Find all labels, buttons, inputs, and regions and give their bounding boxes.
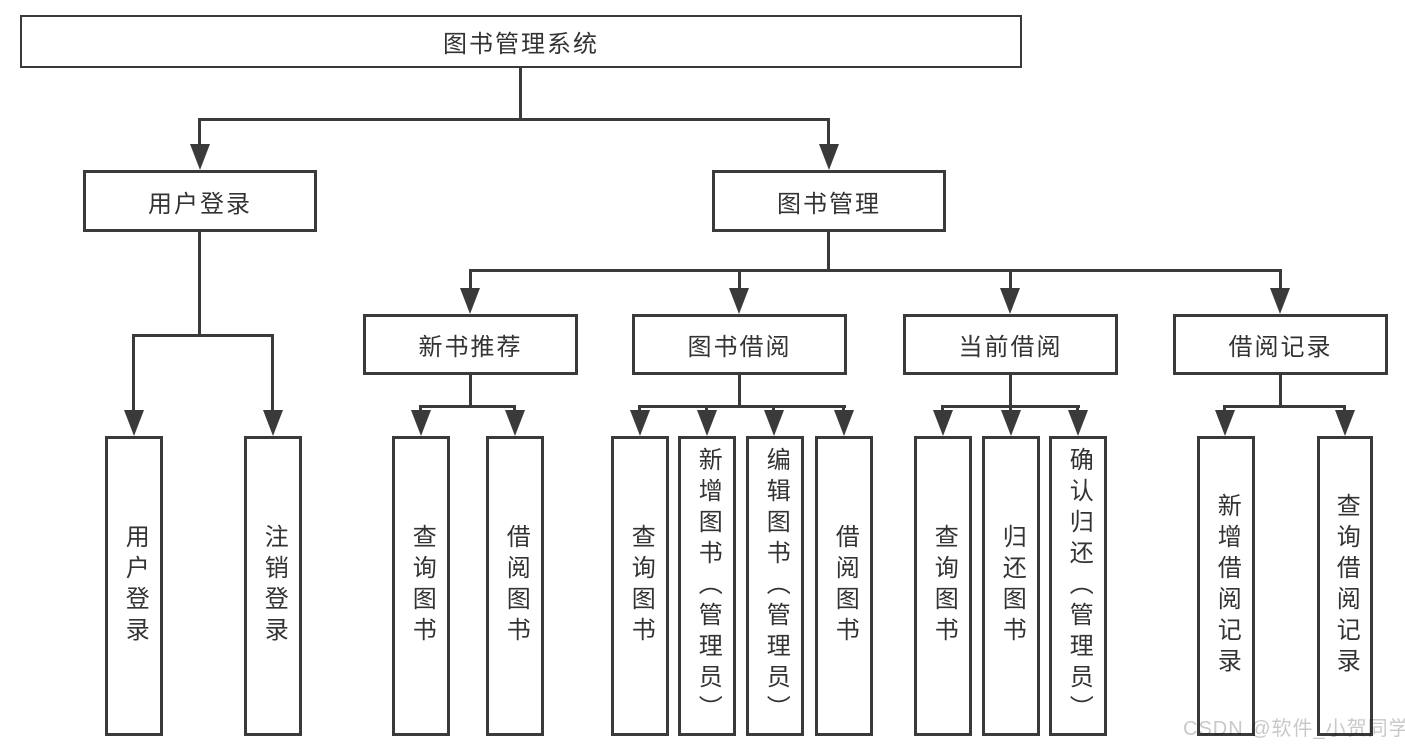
leaf-label: 新增借阅记录 [1213, 493, 1241, 679]
leaf-label: 查询图书 [627, 524, 655, 648]
leaf-label: 新增图书（管理员） [694, 446, 722, 726]
leaf-return-book: 归还图书 [982, 436, 1040, 736]
connector-drop [419, 405, 422, 413]
leaf-query-borrow-record: 查询借阅记录 [1317, 436, 1373, 736]
connector-drop-new-book [469, 269, 472, 290]
leaf-add-book-admin: 新增图书（管理员） [678, 436, 736, 736]
connector-root-bus [198, 118, 830, 121]
arrowhead-new-book [460, 288, 480, 314]
node-book-management: 图书管理 [712, 170, 946, 232]
connector-new-book-bus [419, 405, 516, 408]
leaf-label: 借阅图书 [831, 524, 859, 648]
connector-user-login-stem [198, 232, 201, 336]
node-book-borrow: 图书借阅 [632, 314, 847, 375]
connector-borrow-records-bus [1223, 405, 1346, 408]
connector-drop [1009, 405, 1012, 413]
leaf-query-books-recommend: 查询图书 [392, 436, 450, 736]
leaf-logout-login: 注销登录 [244, 436, 302, 736]
connector-drop [941, 405, 944, 413]
node-current-borrow: 当前借阅 [903, 314, 1118, 375]
connector-drop-book-management [827, 118, 830, 146]
node-label: 图书管理系统 [443, 31, 599, 58]
leaf-label: 借阅图书 [502, 524, 530, 648]
connector-drop [1076, 405, 1079, 413]
connector-drop [705, 405, 708, 413]
connector-drop-user-login [198, 118, 201, 146]
leaf-user-login: 用户登录 [105, 436, 163, 736]
connector-drop [1223, 405, 1226, 413]
connector-drop-leaf-logout [271, 334, 274, 414]
node-label: 图书借阅 [687, 334, 792, 361]
arrowhead-leaf [505, 410, 525, 436]
node-borrow-records: 借阅记录 [1173, 314, 1388, 375]
arrowhead-leaf [834, 410, 854, 436]
leaf-label: 查询图书 [930, 524, 958, 648]
arrowhead-book-management [819, 144, 839, 170]
leaf-label: 编辑图书（管理员） [762, 446, 790, 726]
connector-drop-borrow-records [1279, 269, 1282, 290]
leaf-label: 确认归还（管理员） [1065, 446, 1093, 726]
arrowhead-leaf [1001, 410, 1021, 436]
arrowhead-leaf [630, 410, 650, 436]
arrowhead-borrow-records [1270, 288, 1290, 314]
arrowhead-leaf-logout [263, 410, 283, 436]
connector-drop [513, 405, 516, 413]
node-library-management-system: 图书管理系统 [20, 15, 1022, 68]
connector-user-login-bus [132, 334, 274, 337]
arrowhead-leaf [764, 410, 784, 436]
connector-book-management-stem [827, 232, 830, 272]
connector-new-book-stem [469, 375, 472, 408]
node-user-login: 用户登录 [83, 170, 317, 232]
leaf-label: 用户登录 [121, 524, 149, 648]
arrowhead-current-borrow [1000, 288, 1020, 314]
leaf-borrow-books: 借阅图书 [815, 436, 873, 736]
leaf-label: 归还图书 [998, 524, 1026, 648]
leaf-query-books-current: 查询图书 [914, 436, 972, 736]
connector-root-stem [519, 68, 522, 120]
connector-drop-book-borrow [738, 269, 741, 290]
node-label: 用户登录 [148, 190, 252, 218]
arrowhead-leaf [1068, 410, 1088, 436]
leaf-label: 查询借阅记录 [1332, 493, 1360, 679]
csdn-watermark: CSDN @软件_小贺同学 [1183, 718, 1405, 740]
leaf-confirm-return-admin: 确认归还（管理员） [1049, 436, 1107, 736]
node-label: 新书推荐 [418, 334, 523, 361]
node-label: 当前借阅 [958, 334, 1063, 361]
connector-drop [772, 405, 775, 413]
arrowhead-book-borrow [729, 288, 749, 314]
leaf-add-borrow-record: 新增借阅记录 [1197, 436, 1255, 736]
leaf-edit-book-admin: 编辑图书（管理员） [746, 436, 804, 736]
arrowhead-leaf [1215, 410, 1235, 436]
connector-book-borrow-bus [638, 405, 846, 408]
arrowhead-leaf [933, 410, 953, 436]
arrowhead-leaf [1335, 410, 1355, 436]
connector-drop [1343, 405, 1346, 413]
connector-drop [842, 405, 845, 413]
connector-book-borrow-stem [738, 375, 741, 408]
leaf-label: 注销登录 [260, 524, 288, 648]
connector-book-management-bus [469, 269, 1282, 272]
arrowhead-user-login [190, 144, 210, 170]
arrowhead-leaf [697, 410, 717, 436]
connector-drop-leaf-user-login [132, 334, 135, 414]
arrowhead-leaf [411, 410, 431, 436]
arrowhead-leaf-user-login [124, 410, 144, 436]
connector-borrow-records-stem [1279, 375, 1282, 408]
connector-drop [638, 405, 641, 413]
leaf-query-books-borrow: 查询图书 [611, 436, 669, 736]
connector-drop-current-borrow [1009, 269, 1012, 290]
node-new-book-recommend: 新书推荐 [363, 314, 578, 375]
node-label: 图书管理 [777, 190, 881, 218]
leaf-borrow-books-recommend: 借阅图书 [486, 436, 544, 736]
node-label: 借阅记录 [1228, 334, 1333, 361]
connector-current-borrow-stem [1009, 375, 1012, 408]
leaf-label: 查询图书 [408, 524, 436, 648]
